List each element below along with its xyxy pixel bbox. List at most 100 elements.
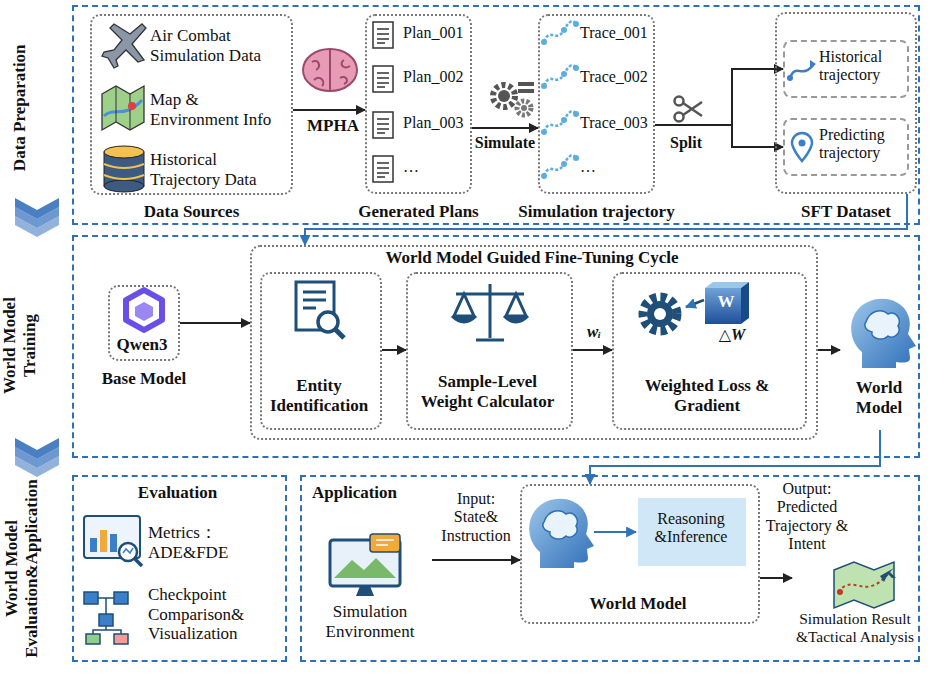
inspect-document-icon: [303, 292, 326, 308]
node-heading: World Model: [840, 378, 918, 417]
node-heading: Qwen3: [108, 335, 176, 355]
node-text: Map & Environment Info: [150, 90, 290, 129]
edge-label: wᵢ: [576, 322, 612, 342]
gear-icon: [647, 301, 673, 327]
free-label: △W: [712, 326, 752, 344]
trace-icons: [541, 21, 579, 179]
inspect-document-icon: [335, 329, 344, 338]
node-text: Plan_003: [403, 114, 469, 132]
brain-icon: [312, 50, 350, 90]
flow-icon: [93, 598, 121, 634]
weight-cube-icon: [741, 282, 749, 324]
node-heading: Data Sources: [90, 202, 293, 222]
node-text: …: [580, 158, 652, 176]
gear-icon: [521, 105, 527, 111]
document-icons: [373, 66, 393, 92]
dashboard-icon: [90, 538, 97, 552]
head-icon: [529, 499, 594, 568]
node-heading: Evaluation: [72, 483, 283, 503]
gear-icon: [517, 101, 531, 115]
brain-icon: [303, 49, 357, 91]
source-box: Air Combat Simulation DataMap & Environm…: [90, 14, 293, 195]
node-text: Trace_002: [580, 68, 652, 86]
env-icon-node: Simulation Environment: [312, 540, 432, 647]
flow-icon: [84, 592, 128, 644]
balance-scale-icon: [452, 284, 528, 340]
location-pin-icon: [792, 133, 812, 161]
map-icon: [128, 102, 136, 110]
map-icon: [102, 86, 144, 130]
scissors-icon: [683, 102, 702, 116]
edge-label: MPHA: [296, 116, 370, 136]
result-map-icon: [837, 589, 843, 595]
monitor-icon: [334, 558, 396, 578]
flow-arrow: [760, 577, 792, 579]
flow-icon: [114, 634, 128, 644]
gear-icon: [498, 90, 510, 102]
result-map-icon: [834, 562, 894, 608]
node-heading: World Model Guided Fine-Tuning Cycle: [250, 248, 814, 268]
section-chevrons: [15, 216, 59, 237]
node-heading: Generated Plans: [345, 202, 492, 222]
flow-icon: [84, 592, 98, 604]
node-heading: Weighted Loss & Gradient: [637, 376, 777, 415]
node-text: Simulation Environment: [312, 602, 428, 641]
trajectory-icon: [787, 60, 816, 81]
model-box: Qwen3Base Model: [108, 285, 180, 361]
inspect-document-icon: [296, 282, 344, 338]
flow-icon: [99, 614, 113, 626]
database-icon: [104, 180, 144, 192]
flow-icon: [86, 634, 100, 644]
trace-icons: [541, 21, 579, 45]
map-icon: [116, 86, 130, 130]
free-label: World Model Evaluation&Application: [2, 478, 41, 658]
document-icons: [373, 112, 393, 138]
flow-arrow: [573, 349, 612, 351]
scissors-icon: [675, 97, 684, 106]
result-map-icon: [834, 562, 896, 608]
dataset-item: Predicting trajectory: [783, 118, 909, 176]
balance-scale-icon: [454, 294, 526, 316]
gear-icon: [643, 297, 677, 331]
node-heading: Simulation trajectory: [510, 202, 683, 222]
node-heading: Base Model: [84, 369, 204, 389]
trace-icons: [541, 65, 579, 89]
map-icon: [102, 86, 144, 130]
node-text: Reasoning &Inference: [640, 510, 742, 547]
qwen-logo: [126, 290, 162, 330]
step-box: Sample-Level Weight Calculator: [406, 272, 573, 430]
step-box: Entity Identification: [260, 272, 382, 430]
trace-box: Trace_001Trace_002Trace_003…Simulation t…: [538, 14, 655, 194]
database-icon: [104, 146, 144, 192]
weight-cube-icon: [705, 282, 749, 324]
node-text: Predicting trajectory: [819, 126, 905, 163]
node-heading: Sample-Level Weight Calculator: [410, 372, 565, 411]
node-heading: SFT Dataset: [765, 202, 927, 222]
gear-icon: [493, 82, 534, 115]
section-chevrons: [15, 456, 59, 477]
dashboard-icon: [100, 530, 107, 552]
trace-icons: [541, 111, 579, 135]
node-text: Historical Trajectory Data: [150, 150, 290, 189]
node-text: Metrics： ADE&FDE: [148, 523, 280, 562]
qwen-logo: [135, 302, 153, 321]
monitor-icon: [370, 534, 400, 552]
node-text: Trace_003: [580, 114, 652, 132]
stage-panel: Data PreparationAir Combat Simulation Da…: [72, 5, 920, 225]
trajectory-icon: [810, 60, 816, 68]
weight-update-arrow: [686, 300, 704, 307]
node-heading: World Model Training: [0, 285, 39, 405]
location-pin-icon: [799, 140, 806, 147]
flow-arrow: [818, 349, 840, 351]
node-heading: Data Preparation: [10, 8, 30, 208]
gear-icon: [518, 89, 534, 93]
model-icon-node: World Model: [840, 290, 918, 430]
dataset-item: Historical trajectory: [783, 40, 909, 98]
node-text: Simulation Result &Tactical Analysis: [792, 610, 918, 646]
edge-label: Output: Predicted Trajectory & Intent: [762, 480, 852, 554]
node-text: Trace_001: [580, 24, 652, 42]
brain-icon: [303, 49, 357, 91]
jet-icon: [102, 24, 146, 68]
node-text: Plan_001: [403, 24, 469, 42]
